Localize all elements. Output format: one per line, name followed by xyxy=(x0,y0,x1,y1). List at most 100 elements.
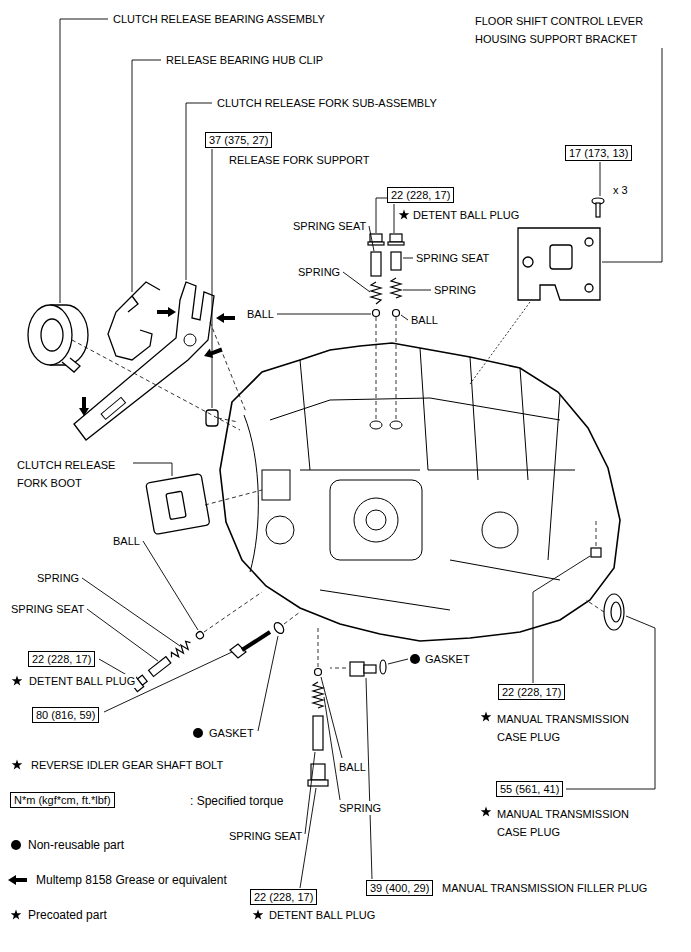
projection-line xyxy=(318,628,319,667)
release-fork xyxy=(74,282,214,440)
part-label: BALL xyxy=(246,307,275,321)
spring-seat xyxy=(313,716,323,750)
leader-line xyxy=(143,541,198,630)
non-reusable-dot xyxy=(410,654,420,664)
fork-slot xyxy=(101,397,125,419)
leader-line xyxy=(258,636,278,731)
bolt-shank xyxy=(596,203,600,217)
part-label: RELEASE FORK SUPPORT xyxy=(228,153,370,167)
spring xyxy=(169,639,193,660)
part-label: SPRING SEAT xyxy=(10,602,85,616)
projection-line xyxy=(470,302,530,384)
leader-line xyxy=(305,752,315,834)
bearing-tab xyxy=(62,358,80,372)
torque-box: 37 (375, 27) xyxy=(205,132,272,148)
torque-value: 22 (228, 17) xyxy=(254,890,313,904)
leader-line xyxy=(600,162,601,196)
torque-box: 39 (400, 29) xyxy=(366,880,433,896)
case-plugs xyxy=(591,548,624,630)
part-label: x 3 xyxy=(612,183,629,197)
leader-line xyxy=(401,315,408,320)
leader-line xyxy=(403,290,431,291)
bolt-shank xyxy=(242,632,270,650)
spring xyxy=(313,682,323,708)
projection-line xyxy=(376,317,396,420)
bracket-cutout xyxy=(550,245,572,269)
legend-text: Non-reusable part xyxy=(28,838,124,852)
precoat-star xyxy=(12,675,23,685)
torque-value: 17 (173, 13) xyxy=(569,146,628,160)
part-label: CLUTCH RELEASE FORK BOOT xyxy=(16,456,133,492)
leader-line xyxy=(403,258,413,259)
fork-support xyxy=(206,410,218,426)
leader-line xyxy=(82,578,180,646)
precoat-star xyxy=(481,806,492,816)
fork-boot xyxy=(146,474,210,535)
shift-housing xyxy=(330,480,422,560)
torque-value: N*m (kgf*cm, ft.*lbf) xyxy=(14,793,111,807)
plug-shank xyxy=(138,675,148,685)
part-label: DETENT BALL PLUG xyxy=(412,208,520,222)
non-reusable-dot xyxy=(193,728,203,738)
bracket-hole xyxy=(585,284,593,292)
projection-line xyxy=(72,340,240,430)
part-label: MANUAL TRANSMISSION FILLER PLUG xyxy=(441,881,648,895)
leader-line xyxy=(566,616,655,789)
leader-line xyxy=(388,659,408,664)
detent-set-bottom xyxy=(308,669,328,787)
torque-box: 22 (228, 17) xyxy=(387,187,454,203)
spring xyxy=(371,282,381,304)
bracket-hole xyxy=(585,238,593,246)
leader-line xyxy=(369,226,374,251)
legend-text: : Specified torque xyxy=(190,794,283,808)
bearing-bore xyxy=(41,319,63,351)
spring-seat xyxy=(391,252,401,270)
plug-flange xyxy=(368,242,384,245)
part-label: GASKET xyxy=(424,652,471,666)
part-label: MANUAL TRANSMISSION CASE PLUG xyxy=(496,805,648,841)
non-reusable-dot xyxy=(11,840,21,850)
leader-line xyxy=(132,60,161,292)
leader-line xyxy=(602,19,662,262)
leader-line xyxy=(277,314,371,315)
projection-line xyxy=(204,592,262,632)
bracket-plate xyxy=(518,228,600,300)
part-label: RELEASE BEARING HUB CLIP xyxy=(165,53,324,67)
support-bracket xyxy=(518,228,600,300)
transmission-case xyxy=(220,343,620,641)
boot-slot xyxy=(166,491,186,519)
small-plug xyxy=(591,548,601,557)
torque-value: 80 (816, 59) xyxy=(36,708,95,722)
gasket xyxy=(272,621,285,635)
part-label: SPRING xyxy=(338,801,382,815)
torque-value: 22 (228, 17) xyxy=(502,685,561,699)
part-label: MANUAL TRANSMISSION CASE PLUG xyxy=(496,710,648,746)
precoat-star xyxy=(481,711,492,721)
torque-box: 80 (816, 59) xyxy=(32,707,99,723)
torque-box: 22 (228, 17) xyxy=(498,684,565,700)
leader-line xyxy=(212,149,213,408)
bell-opening xyxy=(244,415,258,572)
grease-arrow xyxy=(157,307,176,317)
torque-value: 22 (228, 17) xyxy=(391,188,450,202)
ball xyxy=(393,310,400,317)
large-plug xyxy=(604,594,624,630)
projection-line xyxy=(205,490,262,505)
precoat-star xyxy=(399,209,410,219)
leader-line xyxy=(87,609,158,661)
ball xyxy=(373,310,380,317)
spring-seat xyxy=(371,252,381,276)
plug-flange xyxy=(388,242,404,245)
grease-arrow xyxy=(216,313,235,323)
precoat-star xyxy=(253,909,264,919)
part-label: SPRING xyxy=(36,571,80,585)
torque-value: 37 (375, 27) xyxy=(209,133,268,147)
shift-bore xyxy=(366,510,386,530)
precoat-star xyxy=(11,909,22,919)
case-boss xyxy=(266,516,294,544)
projection-lines xyxy=(72,302,604,668)
leader-line xyxy=(376,198,394,233)
leader-line xyxy=(366,678,372,879)
part-label: CLUTCH RELEASE FORK SUB-ASSEMBLY xyxy=(216,96,438,110)
boot-body xyxy=(146,474,210,535)
